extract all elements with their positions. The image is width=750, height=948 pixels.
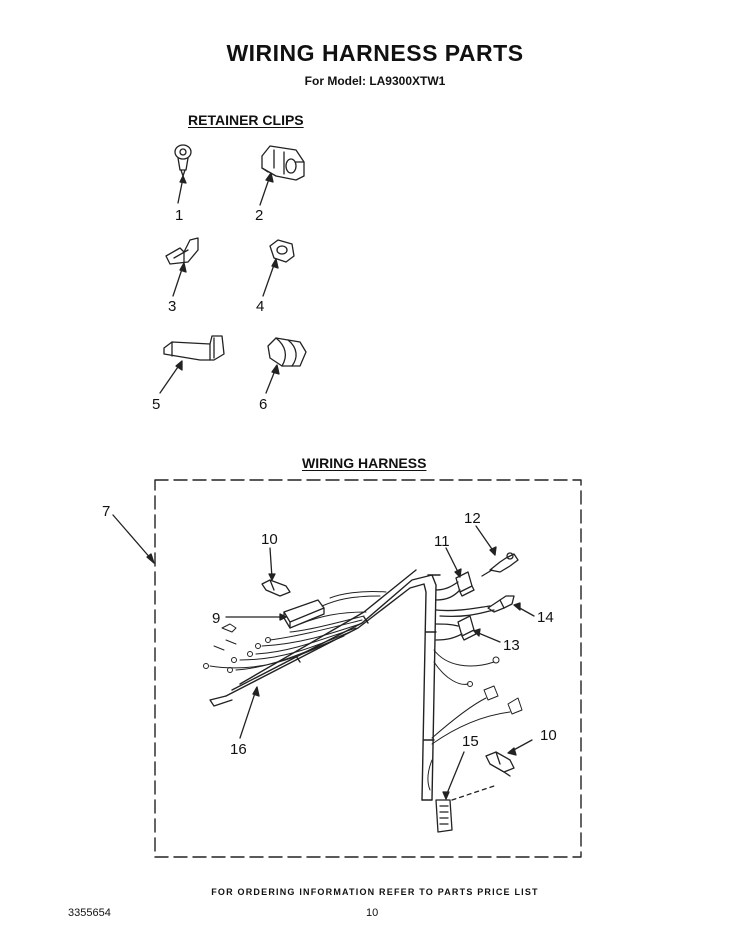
- page-number: 10: [366, 907, 379, 919]
- terminal-10-lower: [485, 751, 515, 777]
- harness-frame: [154, 479, 582, 858]
- callout-11: 11: [434, 533, 450, 550]
- connector-15: [435, 785, 495, 833]
- terminal-12: [481, 552, 519, 577]
- callout-14: 14: [537, 609, 554, 626]
- callout-12: 12: [464, 510, 481, 527]
- page-title: WIRING HARNESS PARTS: [226, 40, 524, 66]
- retainer-clip-6: [267, 337, 307, 367]
- model-subtitle: For Model: LA9300XTW1: [304, 74, 446, 88]
- callout-15: 15: [462, 733, 479, 750]
- callout-9: 9: [212, 610, 220, 627]
- callout-16: 16: [230, 741, 247, 758]
- retainer-clip-1: [174, 144, 192, 177]
- connector-9: [283, 599, 325, 629]
- callout-6: 6: [259, 396, 267, 413]
- callout-13: 13: [503, 637, 520, 654]
- callout-1: 1: [175, 207, 183, 224]
- wiring-harness-heading: WIRING HARNESS: [302, 455, 427, 471]
- callout-10-upper: 10: [261, 531, 278, 548]
- harness-left-terminals: [203, 623, 271, 673]
- connector-14: [435, 595, 515, 618]
- retainer-clip-5: [163, 335, 225, 361]
- harness-trunk: [225, 569, 441, 801]
- retainer-clip-4: [269, 239, 295, 263]
- callout-2: 2: [255, 207, 263, 224]
- retainer-clips-heading: RETAINER CLIPS: [188, 112, 304, 128]
- retainer-clip-2: [261, 145, 305, 181]
- callout-7: 7: [102, 503, 110, 520]
- callout-3: 3: [168, 298, 176, 315]
- ordering-info-note: FOR ORDERING INFORMATION REFER TO PARTS …: [211, 887, 539, 897]
- callout-4: 4: [256, 298, 264, 315]
- callout-10-lower: 10: [540, 727, 557, 744]
- connector-16: [209, 695, 233, 707]
- terminal-10-upper: [261, 579, 291, 597]
- document-number: 3355654: [68, 907, 111, 919]
- connector-11: [435, 571, 475, 601]
- harness-right-branches: [427, 649, 523, 791]
- connector-13: [435, 615, 477, 641]
- retainer-clip-3: [165, 237, 199, 265]
- callout-5: 5: [152, 396, 160, 413]
